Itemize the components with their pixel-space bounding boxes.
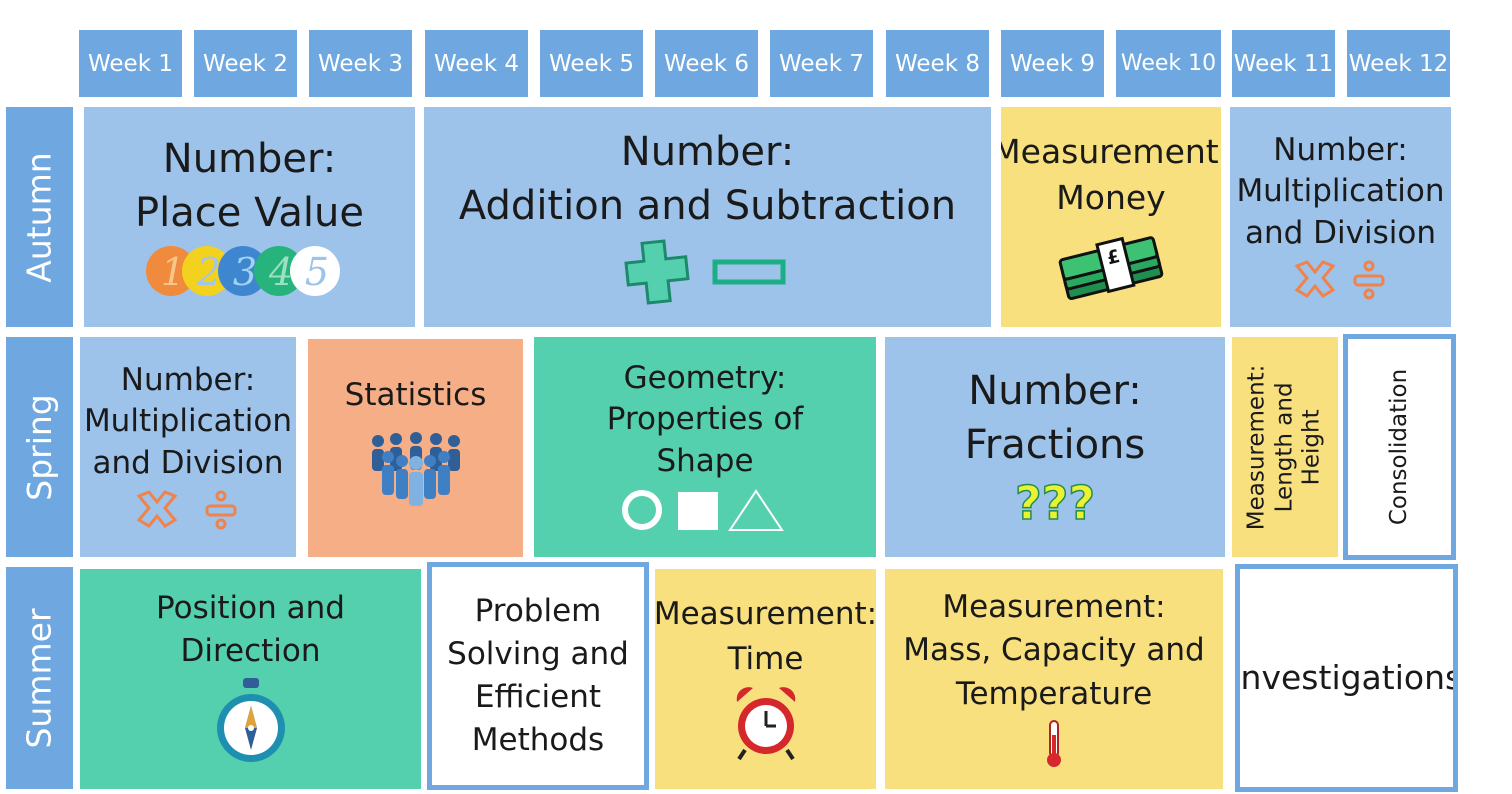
block-line-2: Multiplication bbox=[1236, 173, 1445, 210]
week-header-5: Week 5 bbox=[540, 30, 643, 97]
autumn-place-value-block: Number: Place Value 1 2 3 4 5 bbox=[84, 107, 415, 327]
block-line-1: Number: bbox=[1273, 132, 1408, 169]
week-header-4: Week 4 bbox=[425, 30, 528, 97]
block-title: Statistics bbox=[344, 377, 487, 414]
summer-mass-capacity-block: Measurement: Mass, Capacity and Temperat… bbox=[885, 569, 1223, 789]
block-subtitle: Time bbox=[727, 641, 804, 677]
summer-problem-solving-block: Problem Solving and Efficient Methods bbox=[427, 562, 649, 790]
block-title: Measurement: bbox=[655, 595, 876, 632]
block-line-3: Temperature bbox=[955, 675, 1153, 712]
question-marks-icon: ??? bbox=[1014, 475, 1096, 527]
block-line-1: Problem bbox=[474, 592, 602, 629]
summer-position-direction-block: Position and Direction bbox=[80, 569, 421, 789]
block-subtitle: Fractions bbox=[964, 422, 1146, 468]
week-header-1: Week 1 bbox=[79, 30, 182, 97]
week-header-6: Week 6 bbox=[655, 30, 758, 97]
block-subtitle: Money bbox=[1056, 178, 1166, 217]
summer-investigations-block: Investigations bbox=[1235, 564, 1458, 792]
block-line-1: Measurement: bbox=[1243, 364, 1270, 530]
week-header-3: Week 3 bbox=[309, 30, 412, 97]
week-header-9: Week 9 bbox=[1001, 30, 1104, 97]
block-line-2: Multiplication bbox=[83, 403, 293, 440]
block-line-2: Solving and bbox=[447, 635, 629, 672]
block-title: Investigations bbox=[1235, 658, 1458, 698]
shapes-icon bbox=[622, 488, 784, 531]
plus-minus-icon bbox=[623, 239, 785, 305]
week-header-8: Week 8 bbox=[886, 30, 989, 97]
length-height-label: Measurement: Length and Height bbox=[1244, 364, 1327, 530]
term-autumn-label: Autumn bbox=[20, 151, 59, 283]
numbers-icon: 1 2 3 4 5 bbox=[145, 246, 340, 296]
autumn-multiplication-division-block: Number: Multiplication and Division bbox=[1230, 107, 1451, 327]
block-line-3: Shape bbox=[656, 442, 754, 479]
block-line-3: Height bbox=[1298, 408, 1325, 486]
week-header-10: Week 10 bbox=[1116, 30, 1221, 97]
block-line-1: Measurement: bbox=[942, 589, 1166, 626]
term-spring: Spring bbox=[6, 337, 73, 557]
block-line-3: and Division bbox=[92, 444, 284, 481]
people-group-icon bbox=[371, 431, 460, 506]
question-marks: ??? bbox=[1015, 476, 1095, 527]
spring-geometry-block: Geometry: Properties of Shape bbox=[534, 337, 876, 557]
spring-fractions-block: Number: Fractions ??? bbox=[885, 337, 1225, 557]
alarm-clock-icon bbox=[736, 687, 795, 761]
multiply-divide-icon bbox=[1294, 259, 1384, 300]
block-line-3: and Division bbox=[1245, 214, 1436, 251]
block-line-1: Geometry: bbox=[623, 360, 787, 397]
money-stack-icon: £ bbox=[1058, 235, 1164, 300]
block-title: Number: bbox=[968, 368, 1142, 414]
spring-consolidation-block: Consolidation bbox=[1343, 334, 1456, 560]
thermometer-icon bbox=[1047, 719, 1061, 767]
block-subtitle: Place Value bbox=[135, 190, 364, 236]
block-line-1: Position and bbox=[156, 589, 345, 626]
term-spring-label: Spring bbox=[20, 393, 59, 501]
block-line-2: Properties of bbox=[606, 401, 804, 438]
block-line-2: Length and bbox=[1271, 382, 1298, 512]
week-header-2: Week 2 bbox=[194, 30, 297, 97]
compass-icon bbox=[216, 678, 285, 763]
pound-symbol: £ bbox=[1105, 246, 1122, 269]
digit-4: 4 bbox=[267, 250, 292, 294]
digit-2: 2 bbox=[195, 250, 220, 294]
block-title: Number: bbox=[620, 129, 795, 175]
week-header-12: Week 12 bbox=[1347, 30, 1450, 97]
autumn-money-block: Measurement: Money £ bbox=[1001, 107, 1221, 327]
block-line-4: Methods bbox=[471, 722, 605, 759]
consolidation-label: Consolidation bbox=[1386, 368, 1413, 526]
digit-5: 5 bbox=[304, 250, 328, 294]
multiply-divide-icon bbox=[136, 489, 237, 530]
digit-1: 1 bbox=[160, 250, 184, 294]
spring-multiplication-division-block: Number: Multiplication and Division bbox=[80, 337, 296, 557]
term-autumn: Autumn bbox=[6, 107, 73, 327]
block-line-1: Number: bbox=[120, 362, 256, 399]
term-summer: Summer bbox=[6, 567, 73, 789]
block-subtitle: Addition and Subtraction bbox=[458, 183, 957, 229]
block-title: Measurement: bbox=[1001, 132, 1221, 172]
block-line-2: Mass, Capacity and bbox=[903, 632, 1205, 669]
block-title: Number: bbox=[162, 136, 337, 182]
block-line-2: Direction bbox=[180, 633, 321, 669]
week-header-11: Week 11 bbox=[1232, 30, 1335, 97]
summer-time-block: Measurement: Time bbox=[655, 569, 876, 789]
term-summer-label: Summer bbox=[20, 607, 59, 749]
autumn-addition-subtraction-block: Number: Addition and Subtraction bbox=[424, 107, 991, 327]
week-header-7: Week 7 bbox=[770, 30, 873, 97]
block-line-3: Efficient bbox=[474, 679, 602, 715]
spring-statistics-block: Statistics bbox=[308, 339, 523, 557]
digit-3: 3 bbox=[232, 250, 256, 294]
spring-length-height-block: Measurement: Length and Height bbox=[1232, 337, 1338, 557]
